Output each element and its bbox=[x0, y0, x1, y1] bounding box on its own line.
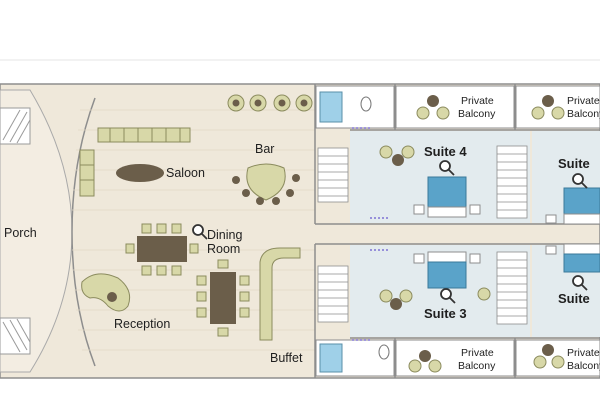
magnifier-icon[interactable] bbox=[440, 288, 456, 304]
balcony1-label-line1: Private bbox=[461, 95, 494, 107]
buffet-counter bbox=[259, 247, 301, 341]
reception-desk bbox=[81, 273, 131, 312]
suite3-armchairs bbox=[379, 287, 491, 310]
suite4-label: Suite 4 bbox=[424, 144, 467, 159]
dining-table-1 bbox=[125, 223, 199, 276]
balcony3-label-line2: Balcony bbox=[458, 360, 496, 372]
balcony1-label-line2: Balcony bbox=[458, 108, 496, 120]
magnifier-icon[interactable] bbox=[439, 160, 455, 176]
dining-room-label-line1: Dining bbox=[207, 228, 242, 242]
saloon-sofa bbox=[79, 127, 191, 197]
suite-right-top-bed bbox=[545, 187, 600, 225]
door-markers bbox=[352, 127, 390, 341]
lounge-curved-wall bbox=[71, 97, 96, 367]
bathroom-bottom bbox=[315, 339, 395, 377]
interior-walls bbox=[314, 84, 600, 378]
dining-table-2 bbox=[196, 259, 250, 337]
suite-right-bottom-bed bbox=[545, 243, 600, 273]
balcony-chairs bbox=[408, 95, 565, 373]
reception-label: Reception bbox=[114, 317, 170, 331]
porch-steps-bottom bbox=[0, 317, 31, 355]
balcony4-label-line2: Balcony bbox=[567, 360, 600, 372]
bar-armchairs bbox=[227, 94, 313, 112]
balcony2-label-line2: Balcony bbox=[567, 108, 600, 120]
magnifier-icon[interactable] bbox=[572, 173, 588, 189]
suite4-armchairs bbox=[379, 145, 415, 166]
stairs-bottom bbox=[317, 265, 349, 323]
stairs-suite-bottom bbox=[496, 251, 528, 325]
suite-right-bottom-label: Suite bbox=[558, 291, 590, 306]
balcony4-label-line1: Private bbox=[567, 347, 600, 359]
bar-counter bbox=[246, 163, 286, 201]
porch-steps-top bbox=[0, 107, 31, 145]
reception-chair bbox=[107, 292, 117, 302]
stairs-top bbox=[317, 147, 349, 203]
suite3-bed bbox=[413, 251, 481, 289]
stairs-suite-top bbox=[496, 145, 528, 219]
suite4-bed bbox=[413, 176, 481, 218]
suite-right-top-label: Suite bbox=[558, 156, 590, 171]
saloon-coffee-table bbox=[116, 164, 164, 182]
buffet-label: Buffet bbox=[270, 351, 303, 365]
bathroom-top bbox=[315, 85, 395, 129]
magnifier-icon[interactable] bbox=[192, 224, 208, 240]
balcony2-label-line1: Private bbox=[567, 95, 600, 107]
magnifier-icon[interactable] bbox=[572, 275, 588, 291]
balcony3-label-line1: Private bbox=[461, 347, 494, 359]
suite3-label: Suite 3 bbox=[424, 306, 467, 321]
dining-room-label-line2: Room bbox=[207, 242, 240, 256]
saloon-label: Saloon bbox=[166, 166, 205, 180]
bar-label: Bar bbox=[255, 142, 274, 156]
porch-label: Porch bbox=[4, 226, 37, 240]
bar-stools bbox=[232, 174, 300, 205]
